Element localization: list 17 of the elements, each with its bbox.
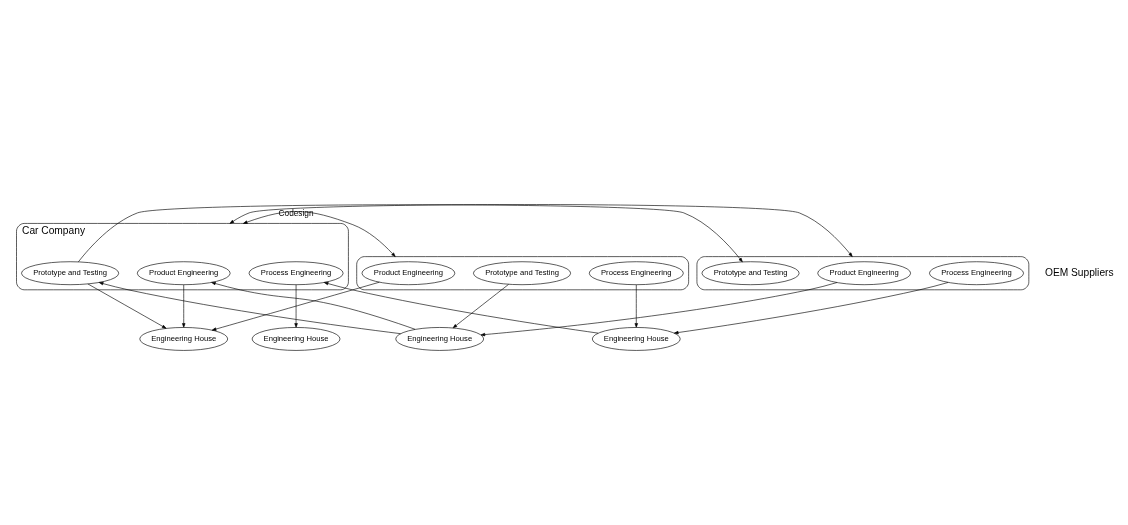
arrow [78, 203, 743, 262]
arrow [229, 203, 853, 257]
cluster [356, 255, 689, 290]
label: OEM Suppliers [1044, 266, 1114, 278]
arrow [634, 283, 638, 328]
arrow [243, 210, 396, 257]
arrow [294, 283, 298, 328]
arrow [98, 281, 401, 334]
arrow [480, 281, 838, 336]
arrow [211, 281, 380, 331]
arrow [87, 283, 167, 329]
arrow [323, 281, 599, 333]
edge-label: Codesign [278, 207, 314, 218]
arrow [674, 281, 949, 334]
arrow [452, 283, 509, 328]
arrow [211, 281, 416, 330]
arrow [182, 283, 186, 328]
